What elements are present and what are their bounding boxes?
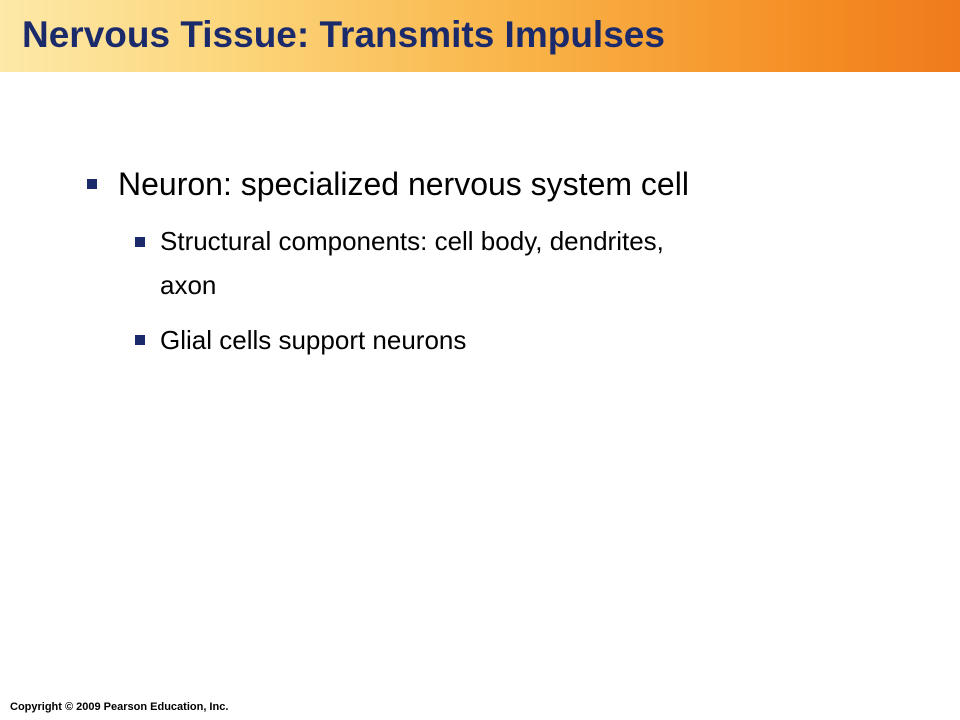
bullet-text-line1: Structural components: cell body, dendri… [160,226,664,256]
bullet-text-line2: axon [160,270,217,300]
square-bullet-icon [87,179,97,189]
title-bar: Nervous Tissue: Transmits Impulses [0,0,960,72]
bullet-text: Glial cells support neurons [160,325,467,355]
square-bullet-icon [135,237,145,247]
copyright-notice: Copyright © 2009 Pearson Education, Inc. [10,701,229,713]
square-bullet-icon [135,335,145,345]
bullet-text: Neuron: specialized nervous system cell [118,166,689,202]
slide-title: Nervous Tissue: Transmits Impulses [22,14,665,55]
